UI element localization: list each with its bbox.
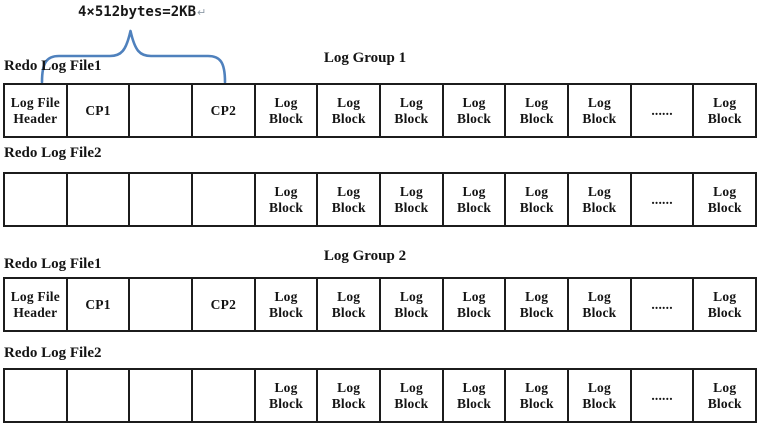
table-cell: Log Block (256, 174, 319, 225)
table-cell (130, 279, 194, 330)
table-cell: Log Block (444, 370, 507, 421)
table-cell (193, 174, 256, 225)
table-cell: ...... (632, 279, 695, 330)
table-cell: Log Block (381, 174, 444, 225)
size-annotation: 4×512bytes=2KB↵ (78, 4, 206, 20)
return-mark: ↵ (197, 6, 207, 19)
table-cell: Log Block (381, 85, 444, 136)
table-cell: Log Block (506, 279, 570, 330)
size-annotation-text: 4×512bytes=2KB (78, 4, 197, 20)
table-cell: Log Block (707, 288, 742, 320)
redo-log-file1-label-group2: Redo Log File1 (4, 256, 102, 272)
redo-log-file2-label-group1: Redo Log File2 (4, 145, 102, 161)
table-cell: Log Block (381, 370, 444, 421)
redo-log-file1-label-group1: Redo Log File1 (4, 58, 102, 74)
table-cell (130, 370, 194, 421)
table-cell: Log Block (444, 85, 507, 136)
table-cell: Log Block (318, 279, 382, 330)
table-cell (130, 174, 194, 225)
table-cell: Log Block (569, 370, 632, 421)
table-cell (5, 370, 68, 421)
table-cell: Log Block (569, 85, 632, 136)
table-cell: ...... (632, 85, 695, 136)
table-cell: Log Block (707, 183, 742, 215)
table-cell: Log Block (256, 370, 319, 421)
table-cell: CP2 (193, 85, 256, 136)
table-cell: Log Block (506, 370, 570, 421)
table-cell: Log Block (569, 174, 632, 225)
table-cell: ...... (632, 370, 695, 421)
table-cell: Log Block (318, 174, 382, 225)
table-cell: Log Block (569, 279, 632, 330)
table-cell (68, 370, 131, 421)
table-cell: Log Block (707, 94, 742, 126)
table-cell: CP1 (68, 279, 131, 330)
table-cell: Log Block (707, 379, 742, 411)
redo-log-file2-label-group2: Redo Log File2 (4, 345, 102, 361)
table-cell: Log Block (318, 85, 382, 136)
table-cell: Log Block (381, 279, 444, 330)
table-cell: Log Block (506, 85, 570, 136)
table-cell (193, 370, 256, 421)
table-cell: Log File Header (5, 85, 68, 136)
table-cell: CP2 (193, 279, 256, 330)
table-cell (68, 174, 131, 225)
log-group-1-title: Log Group 1 (323, 50, 407, 66)
table-cell (130, 85, 194, 136)
table-cell: Log Block (506, 174, 570, 225)
table-cell: Log File Header (5, 279, 68, 330)
table-cell: ...... (632, 174, 695, 225)
table-cell: Log Block (444, 174, 507, 225)
table-cell: Log Block (256, 279, 319, 330)
table-cell: Log Block (256, 85, 319, 136)
table-cell: CP1 (68, 85, 131, 136)
log-group-2-title: Log Group 2 (323, 248, 407, 264)
table-cell: Log Block (318, 370, 382, 421)
table-cell (5, 174, 68, 225)
table-cell: Log Block (444, 279, 507, 330)
